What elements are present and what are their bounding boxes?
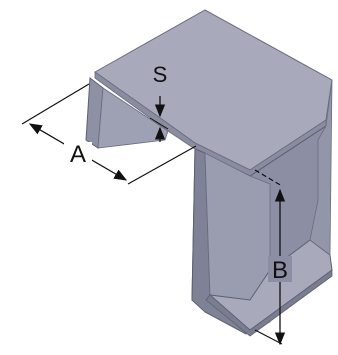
dimension-b: B: [254, 169, 292, 346]
dimension-a: A: [21, 83, 197, 185]
dimension-a-label: A: [70, 141, 86, 168]
bottom-flange-edge: [205, 269, 333, 337]
back-wall-face: [309, 79, 333, 256]
dimension-b-label: B: [272, 257, 288, 284]
dimension-s-label: S: [153, 62, 168, 87]
dimension-s: S: [149, 62, 169, 142]
